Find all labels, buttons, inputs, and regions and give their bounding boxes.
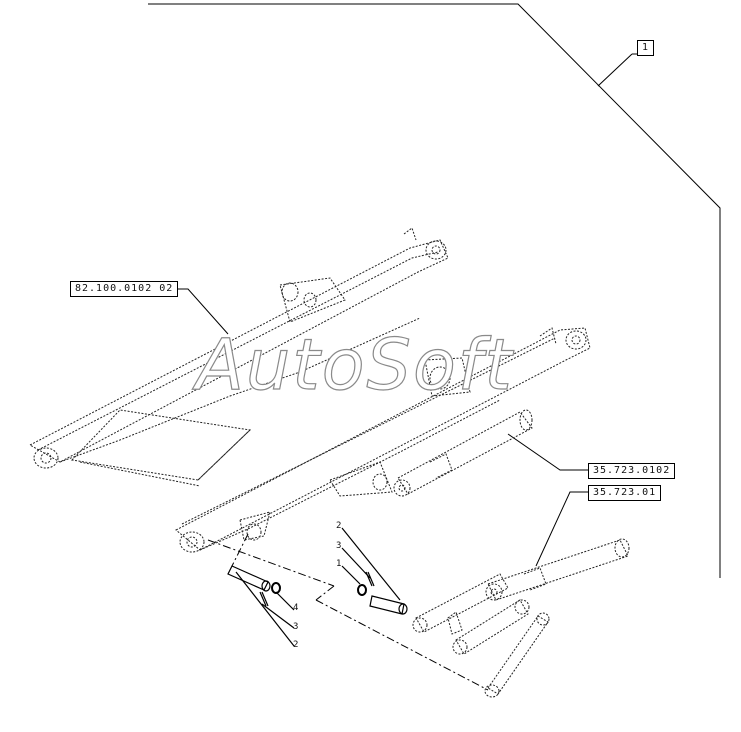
frame-line (148, 3, 721, 578)
leader-line-cylinder-a (507, 433, 588, 471)
ref-label-cylinder-b[interactable]: 35.723.01 (588, 485, 662, 501)
callout-center-3: 3 (336, 541, 342, 551)
callout-left-3: 3 (293, 622, 299, 632)
center-pin-group (341, 527, 408, 615)
ref-label-upper-arm[interactable]: 82.100.0102 02 (70, 281, 179, 297)
hydraulic-cylinder-a (393, 409, 533, 497)
cross-plate (70, 409, 252, 487)
upper-lift-arm (28, 227, 449, 469)
callout-left-4: 4 (293, 603, 299, 613)
ref-label-top-right[interactable]: 1 (637, 40, 655, 56)
leader-line-cylinder-b (535, 491, 588, 567)
lower-lift-arm (175, 327, 591, 553)
link-arms (412, 573, 550, 698)
callout-center-2: 2 (336, 521, 342, 531)
ref-label-cylinder-a[interactable]: 35.723.0102 (588, 463, 676, 479)
watermark-text: AutoSoft (195, 323, 514, 406)
callout-left-2: 2 (293, 640, 299, 650)
hydraulic-cylinder-b (485, 538, 630, 601)
leader-line-ref-1 (597, 53, 633, 87)
left-pin-group (227, 565, 295, 647)
assembly-lines (207, 533, 489, 691)
callout-center-1: 1 (336, 559, 342, 569)
